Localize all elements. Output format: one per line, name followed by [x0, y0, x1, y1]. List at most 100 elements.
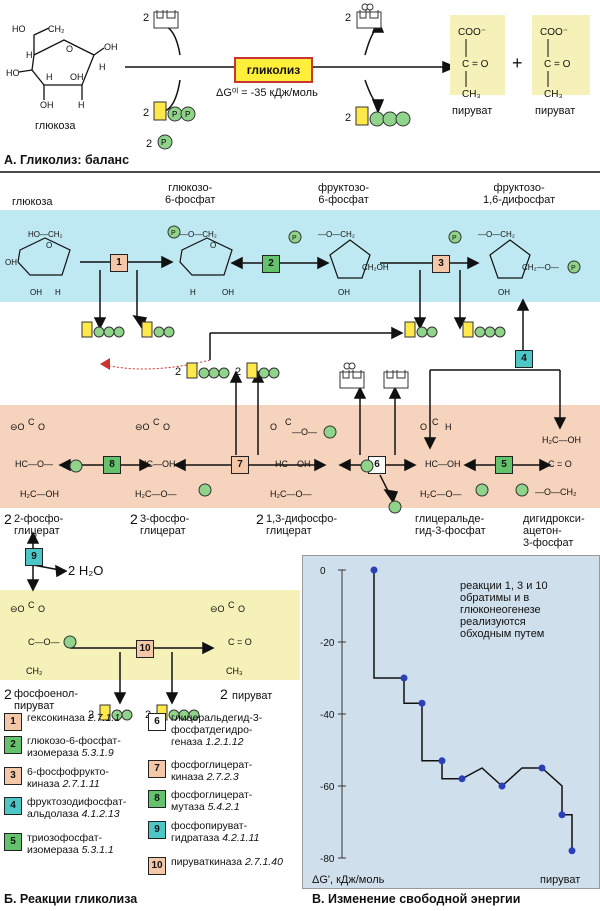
- panel-c-title: В. Изменение свободной энергии: [312, 892, 521, 906]
- svg-text:—O—: —O—: [292, 427, 317, 437]
- glycolysis-box: гликолиз: [234, 57, 313, 83]
- svg-text:H: H: [26, 50, 33, 60]
- svg-text:C: C: [153, 417, 160, 427]
- legend-enzyme-name: пируваткиназа: [171, 856, 245, 868]
- svg-text:HC—OH: HC—OH: [140, 459, 176, 469]
- legend-enzyme-name: глицеральдегид-3- фосфатдегидро- геназа: [171, 712, 263, 748]
- legend-ec-number: 5.3.1.1: [81, 844, 114, 856]
- svg-text:HO: HO: [6, 68, 20, 78]
- legend-step-9: 9: [148, 821, 166, 839]
- svg-text:OH: OH: [338, 288, 350, 297]
- legend-ec-number: 2.7.1.40: [244, 856, 283, 868]
- svg-text:O: O: [420, 422, 427, 432]
- enzyme-step-10: 10: [136, 640, 154, 658]
- legend-enzyme-name: гексокиназа: [27, 712, 88, 724]
- legend-step-1: 1: [4, 713, 22, 731]
- energy-point: [538, 764, 546, 772]
- svg-text:CH₃: CH₃: [544, 89, 563, 100]
- legend-item-5: триозофосфат- изомераза 5.3.1.1: [27, 832, 114, 856]
- svg-text:O: O: [210, 241, 216, 250]
- svg-text:H: H: [99, 62, 106, 72]
- svg-text:O: O: [238, 604, 245, 614]
- y-tick-label: -80: [320, 854, 335, 865]
- label-glucose: глюкоза: [12, 196, 53, 208]
- legend-enzyme-name: фосфоглицерат- киназа: [171, 759, 253, 783]
- svg-text:C: C: [432, 417, 439, 427]
- svg-text:O: O: [66, 44, 73, 54]
- coef-nadh: 2: [345, 12, 352, 24]
- energy-point: [498, 782, 506, 790]
- svg-text:H: H: [55, 288, 61, 297]
- legend-step-5: 5: [4, 833, 22, 851]
- enzyme-step-4: 4: [515, 350, 533, 368]
- legend-ec-number: 1.2.1.12: [205, 736, 244, 748]
- delta-g-a: ΔG⁰ˡ = -35 кДж/моль: [216, 87, 318, 99]
- svg-text:—O—CH₂: —O—CH₂: [180, 230, 217, 239]
- panel-a-title: А. Гликолиз: баланс: [4, 153, 130, 167]
- plus-sign: +: [512, 53, 523, 73]
- svg-text:COO⁻: COO⁻: [540, 27, 568, 38]
- pyruvate-label-2: пируват: [535, 105, 576, 117]
- legend-enzyme-name: фруктозодифосфат- альдолаза: [27, 796, 127, 820]
- legend-item-1: гексокиназа 2.7.1.1: [27, 712, 120, 724]
- svg-text:HO: HO: [12, 24, 26, 34]
- legend-ec-number: 5.3.1.9: [81, 747, 114, 759]
- svg-text:OH: OH: [40, 100, 54, 110]
- legend-enzyme-name: 6-фосфофрукто- киназа: [27, 766, 109, 790]
- axis-label: ΔG', кДж/моль: [312, 874, 385, 886]
- energy-point: [370, 566, 378, 574]
- svg-text:OH: OH: [70, 72, 84, 82]
- svg-text:HO—CH₂: HO—CH₂: [28, 230, 63, 239]
- separator: [0, 171, 600, 173]
- label-13bpg: 1,3-дифосфо- глицерат: [266, 513, 338, 537]
- glucose-label-a: глюкоза: [35, 120, 76, 132]
- energy-chart: 0-20-40-60-80: [320, 566, 576, 865]
- svg-text:CH₃: CH₃: [226, 666, 243, 676]
- enzyme-step-3: 3: [432, 255, 450, 273]
- pyruvate-box-2: [532, 15, 590, 95]
- label-g6p: глюкозо- 6-фосфат: [165, 182, 216, 206]
- nadh-icon: [356, 3, 382, 29]
- coef-pep: 2: [4, 686, 12, 702]
- svg-text:HC—O—: HC—O—: [15, 459, 53, 469]
- enzyme-step-1: 1: [110, 254, 128, 272]
- svg-text:H: H: [78, 100, 85, 110]
- energy-point: [400, 674, 408, 682]
- legend-step-2: 2: [4, 736, 22, 754]
- legend-item-4: фруктозодифосфат- альдолаза 4.1.2.13: [27, 796, 126, 820]
- legend-ec-number: 5.4.2.1: [207, 801, 240, 813]
- coef-nad: 2: [143, 12, 150, 24]
- svg-text:O: O: [38, 604, 45, 614]
- svg-text:HC—OH: HC—OH: [275, 459, 311, 469]
- legend-item-9: фосфопируват- гидратаза 4.2.1.11: [171, 820, 259, 844]
- legend-item-7: фосфоглицерат- киназа 2.7.2.3: [171, 759, 252, 783]
- pyruvate-label-1: пируват: [452, 105, 493, 117]
- svg-text:P: P: [161, 138, 166, 147]
- atp-icon: [355, 106, 411, 127]
- label-2pg: 2-фосфо- глицерат: [14, 513, 64, 537]
- svg-text:OH: OH: [498, 288, 510, 297]
- svg-text:H₂C—OH: H₂C—OH: [542, 435, 581, 445]
- legend-enzyme-name: фосфоглицерат- мутаза: [171, 789, 253, 813]
- svg-text:P: P: [171, 230, 176, 237]
- svg-text:OH: OH: [5, 258, 17, 267]
- legend-enzyme-name: триозофосфат- изомераза: [27, 832, 103, 856]
- label-water: 2 H₂O: [68, 563, 104, 578]
- svg-text:CH₂OH: CH₂OH: [362, 263, 389, 272]
- panel-c-box: [302, 555, 600, 889]
- svg-text:⊖O: ⊖O: [10, 604, 25, 614]
- svg-text:CH₂—O—: CH₂—O—: [522, 263, 559, 272]
- svg-text:⊖O: ⊖O: [10, 422, 25, 432]
- svg-text:P: P: [452, 235, 457, 242]
- legend-item-2: глюкозо-6-фосфат- изомераза 5.3.1.9: [27, 735, 121, 759]
- legend-step-4: 4: [4, 797, 22, 815]
- legend-ec-number: 2.7.2.3: [206, 771, 239, 783]
- enzyme-step-2: 2: [262, 255, 280, 273]
- label-pep: фосфоенол- пируват: [14, 688, 78, 712]
- legend-ec-number: 2.7.1.11: [62, 778, 100, 790]
- svg-text:C = O: C = O: [544, 59, 571, 70]
